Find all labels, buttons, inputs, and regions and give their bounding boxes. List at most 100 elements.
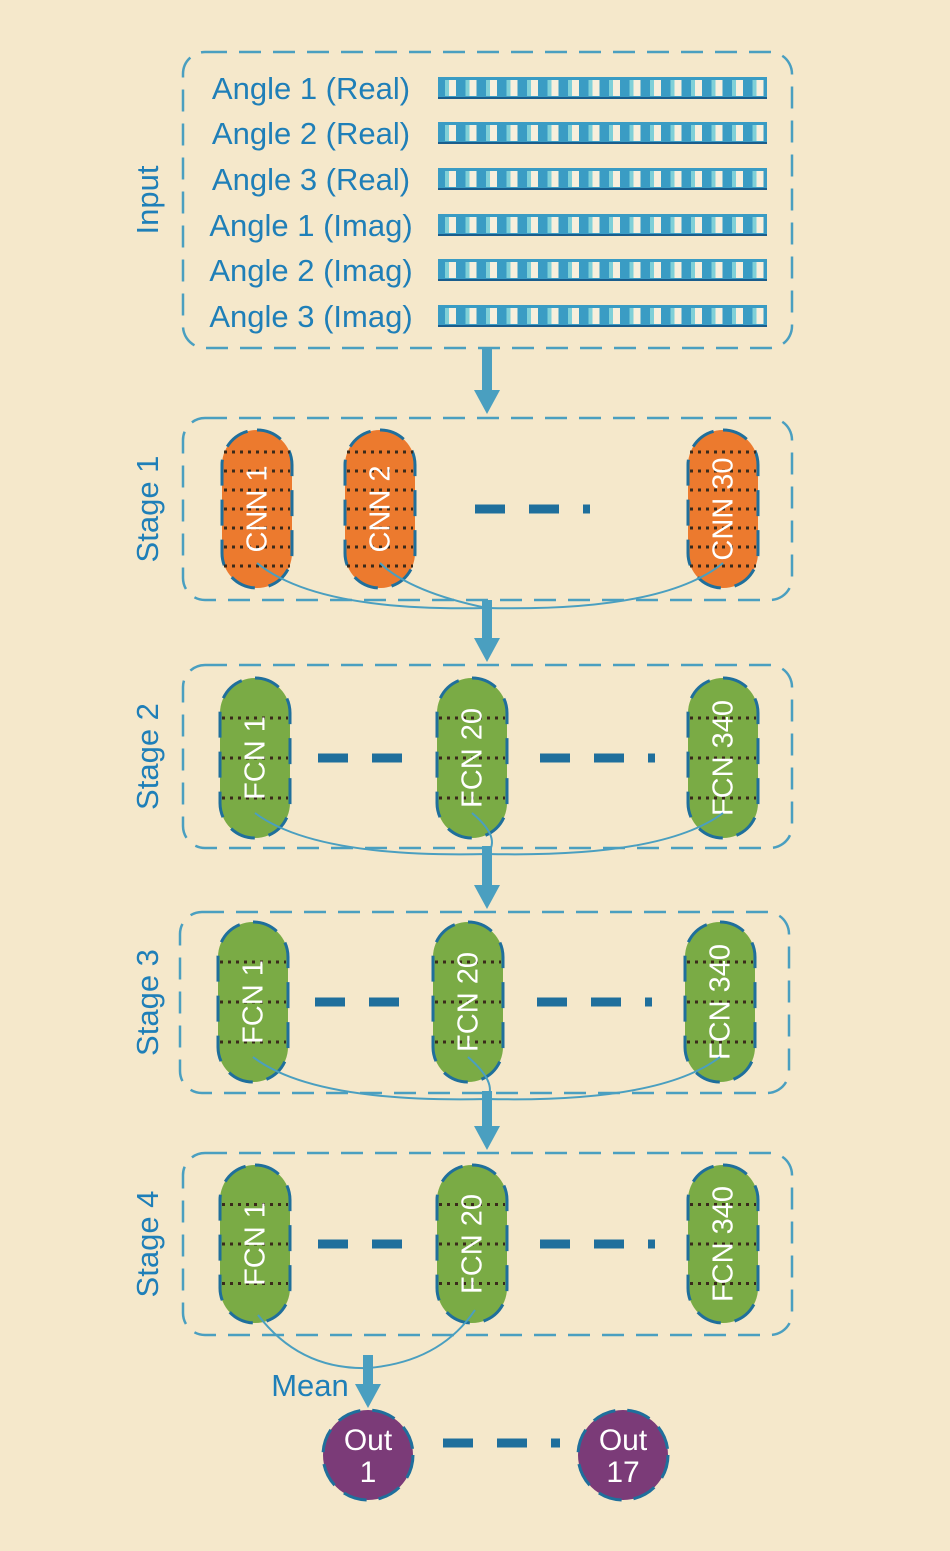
bar-cell-light [445,308,449,324]
output-index: 17 [606,1456,639,1489]
bar-cell-gap [469,308,477,324]
node-label: FCN 340 [708,700,740,816]
input-signal-bar [438,214,767,236]
bar-cell-light [486,171,490,187]
bar-cell-light [629,308,634,324]
bar-cell-light [691,262,695,278]
bar-cell-light [588,171,593,187]
bar-body [438,214,767,235]
bar-cell-gap [715,80,723,96]
bar-cell-gap [654,171,661,187]
input-signal-bar [438,122,767,144]
output-label: Out [344,1424,393,1457]
bar-cell-light [752,217,757,233]
bar-cell-gap [449,308,456,324]
bar-cell-gap [551,171,559,187]
bar-cell-gap [674,125,682,141]
stage-node: FCN 1 [216,920,290,1084]
bar-cell-gap [449,171,456,187]
bar-cell-light [486,308,490,324]
bar-cell-light [506,80,511,96]
stage-node: CNN 2 [343,428,417,590]
arrow-head [474,390,500,414]
bar-cell-gap [736,308,743,324]
bar-cell-gap [633,262,641,278]
bar-cell-gap [531,80,538,96]
bar-cell-gap [756,171,764,187]
bar-cell-gap [654,80,661,96]
bar-cell-light [527,308,531,324]
bar-cell-gap [469,125,477,141]
bar-cell-light [670,262,675,278]
stage-node: FCN 20 [435,1163,509,1325]
bar-cell-light [732,262,736,278]
arrow-shaft [482,348,492,392]
bar-cell-light [506,308,511,324]
arrow-stage-1-to-2 [474,600,500,662]
bar-cell-gap [572,80,579,96]
bar-cell-gap [490,125,497,141]
bar-cell-light [650,171,654,187]
bar-cell-light [486,217,490,233]
bar-cell-gap [531,262,538,278]
bar-cell-gap [510,308,518,324]
arrow-stage-2-to-3 [474,846,500,909]
bar-cell-light [711,262,716,278]
input-row-label: Angle 2 (Real) [212,116,410,151]
bar-cell-gap [592,308,600,324]
bar-cell-gap [510,125,518,141]
bar-cell-light [486,80,490,96]
bar-cell-light [629,262,634,278]
bar-cell-light [486,125,490,141]
arrow-head [355,1384,381,1408]
bar-cell-gap [695,262,702,278]
stage-node: CNN 1 [220,428,294,590]
bar-cell-light [486,262,490,278]
stage-box [178,910,791,1095]
bar-cell-gap [756,217,764,233]
bar-cell-gap [531,171,538,187]
bar-cell-light [629,171,634,187]
bar-cell-gap [510,80,518,96]
merge-curve [379,562,488,609]
bar-cell-light [609,171,613,187]
bar-cell-gap [490,80,497,96]
bar-cell-light [670,308,675,324]
bar-cell-light [629,80,634,96]
bar-cell-gap [736,171,743,187]
bar-cell-light [506,171,511,187]
node-label: FCN 1 [240,1202,272,1286]
bar-cell-light [629,125,634,141]
bar-cell-gap [674,308,682,324]
bar-cell-light [445,125,449,141]
input-row-label: Angle 1 (Real) [212,71,410,106]
bar-cell-light [752,80,757,96]
bar-cell-gap [551,217,559,233]
output-circle [576,1408,670,1502]
node-label: FCN 1 [240,716,272,800]
node-label: CNN 30 [708,457,740,560]
bar-cell-gap [469,171,477,187]
bar-cell-gap [510,217,518,233]
bar-cell-gap [756,262,764,278]
bar-cell-gap [449,262,456,278]
stage-3: Stage 3 [130,949,165,1056]
bar-cell-gap [490,217,497,233]
bar-cell-gap [613,262,620,278]
bar-cell-light [691,125,695,141]
arrow-to-output [355,1355,381,1408]
bar-cell-light [568,171,572,187]
bar-cell-gap [469,262,477,278]
bar-cell-light [629,217,634,233]
bar-cell-light [506,125,511,141]
node-label: FCN 20 [457,1194,489,1294]
output-circle [321,1408,415,1502]
bar-cell-gap [633,308,641,324]
bar-cell-light [691,308,695,324]
input-signal-bar [438,305,767,327]
bar-cell-light [609,262,613,278]
bar-cell-light [650,125,654,141]
input-signal-bar [438,77,767,99]
stage-label: Stage 2 [130,703,165,810]
bar-cell-light [568,125,572,141]
